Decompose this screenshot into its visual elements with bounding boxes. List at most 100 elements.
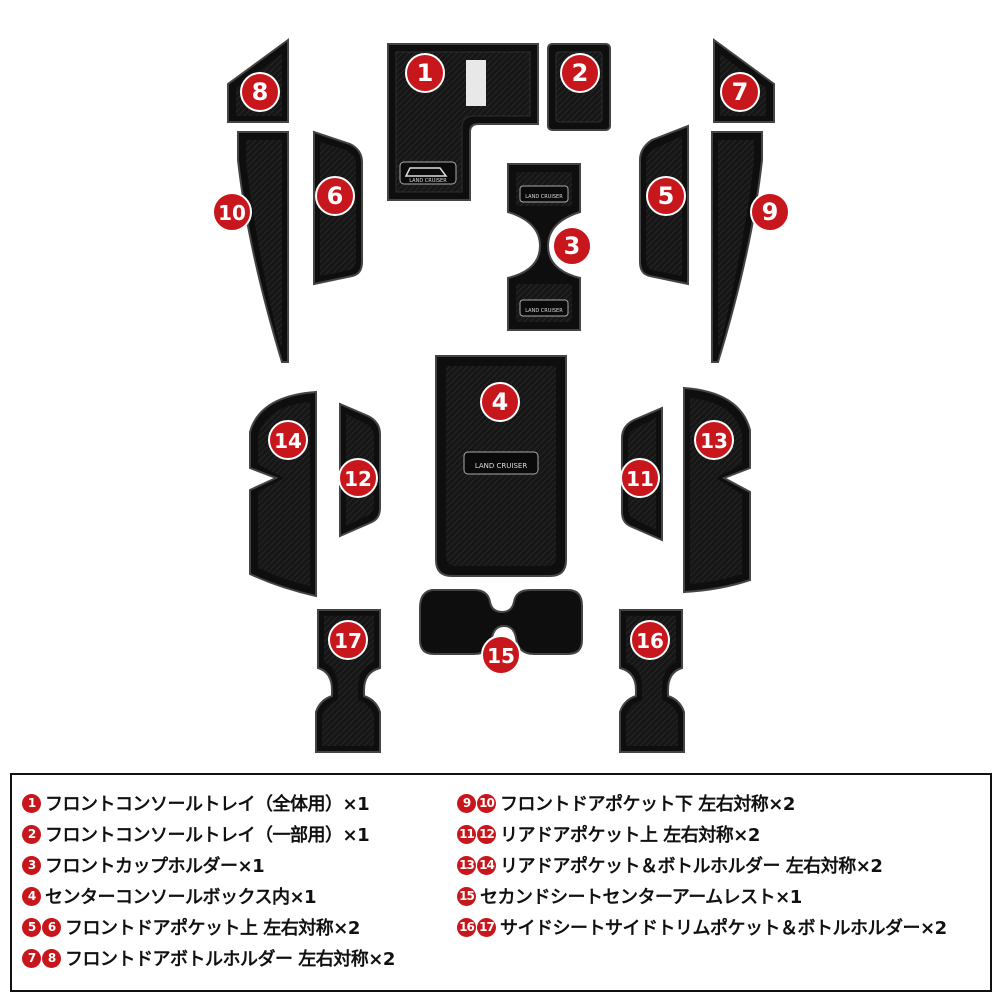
legend-description: フロントドアポケット下 左右対称×2	[500, 794, 795, 815]
mat-15	[419, 589, 583, 655]
mat-9	[711, 131, 763, 363]
legend-description: フロントコンソールトレイ（一部用）×1	[45, 825, 370, 846]
badge-label-6: 6	[327, 182, 344, 210]
badge-label-7: 7	[732, 78, 749, 106]
badge-6: 6	[315, 176, 355, 216]
badge-label-16: 16	[636, 629, 664, 653]
legend-number-group: 2	[22, 824, 42, 844]
legend-number-badge: 15	[457, 886, 476, 906]
legend-number-group: 4	[22, 886, 42, 906]
badge-label-13: 13	[700, 429, 728, 453]
legend-number-badge: 13	[457, 855, 476, 875]
legend-number-badge: 14	[477, 855, 496, 875]
badge-3: 3	[552, 226, 592, 266]
legend-number-group: 15	[457, 886, 477, 906]
legend-number-badge: 2	[22, 824, 41, 844]
legend-description: サイドシートサイドトリムポケット＆ボトルホルダー×2	[500, 918, 947, 939]
badge-label-4: 4	[492, 388, 509, 416]
legend-number-badge: 6	[42, 917, 61, 937]
badge-17: 17	[328, 620, 368, 660]
legend-number-badge: 9	[457, 793, 476, 813]
badge-label-3: 3	[564, 232, 581, 260]
legend-description: リアドアポケット＆ボトルホルダー 左右対称×2	[500, 856, 883, 877]
legend-description: リアドアポケット上 左右対称×2	[500, 825, 760, 846]
badge-13: 13	[694, 420, 734, 460]
legend-number-badge: 1	[22, 793, 41, 813]
legend-number-badge: 4	[22, 886, 41, 906]
badge-10: 10	[212, 192, 252, 232]
badge-label-1: 1	[417, 59, 434, 87]
badge-1: 1	[405, 53, 445, 93]
badge-15: 15	[481, 635, 521, 675]
legend-number-badge: 16	[457, 917, 476, 937]
badge-9: 9	[750, 192, 790, 232]
logo-text-4: LAND CRUISER	[475, 462, 528, 470]
badge-14: 14	[268, 420, 308, 460]
mat-10	[237, 131, 289, 363]
badge-8: 8	[240, 72, 280, 112]
badge-label-12: 12	[344, 467, 372, 491]
legend-number-badge: 7	[22, 948, 41, 968]
legend-number-group: 3	[22, 855, 42, 875]
badge-label-11: 11	[626, 467, 654, 491]
legend-number-badge: 8	[42, 948, 61, 968]
badge-label-8: 8	[252, 78, 269, 106]
logo-text-1: LAND CRUISER	[409, 178, 447, 184]
legend-number-badge: 5	[22, 917, 41, 937]
legend-number-group: 1	[22, 793, 42, 813]
product-illustration: LAND CRUISER LAND CRUISER LAND CRUISER L…	[212, 38, 790, 753]
badge-label-9: 9	[762, 198, 779, 226]
mat-13	[683, 386, 751, 594]
badge-7: 7	[720, 72, 760, 112]
badge-16: 16	[630, 620, 670, 660]
mat-4: LAND CRUISER	[435, 355, 567, 577]
badge-label-2: 2	[572, 59, 589, 87]
badge-2: 2	[560, 53, 600, 93]
badge-label-14: 14	[274, 429, 302, 453]
badge-label-17: 17	[334, 629, 362, 653]
badge-4: 4	[480, 382, 520, 422]
logo-text-3a: LAND CRUISER	[525, 194, 563, 200]
legend-number-badge: 11	[457, 824, 476, 844]
badge-5: 5	[646, 176, 686, 216]
badge-12: 12	[338, 458, 378, 498]
legend-description: セカンドシートセンターアームレスト×1	[480, 887, 802, 908]
legend-description: フロントコンソールトレイ（全体用）×1	[45, 794, 370, 815]
badge-label-10: 10	[218, 201, 246, 225]
legend-description: センターコンソールボックス内×1	[45, 887, 317, 908]
legend-description: フロントカップホルダー×1	[45, 856, 265, 877]
legend-number-badge: 12	[477, 824, 496, 844]
legend-number-badge: 10	[477, 793, 496, 813]
mat-3: LAND CRUISER LAND CRUISER	[507, 163, 581, 331]
badge-label-15: 15	[487, 644, 515, 668]
logo-text-3b: LAND CRUISER	[525, 308, 563, 314]
legend-number-badge: 17	[477, 917, 496, 937]
logo-badge-1: LAND CRUISER	[399, 161, 457, 185]
badge-label-5: 5	[658, 182, 675, 210]
legend-description: フロントドアポケット上 左右対称×2	[65, 918, 360, 939]
legend-description: フロントドアボトルホルダー 左右対称×2	[65, 949, 395, 970]
badge-11: 11	[620, 458, 660, 498]
legend-number-badge: 3	[22, 855, 41, 875]
